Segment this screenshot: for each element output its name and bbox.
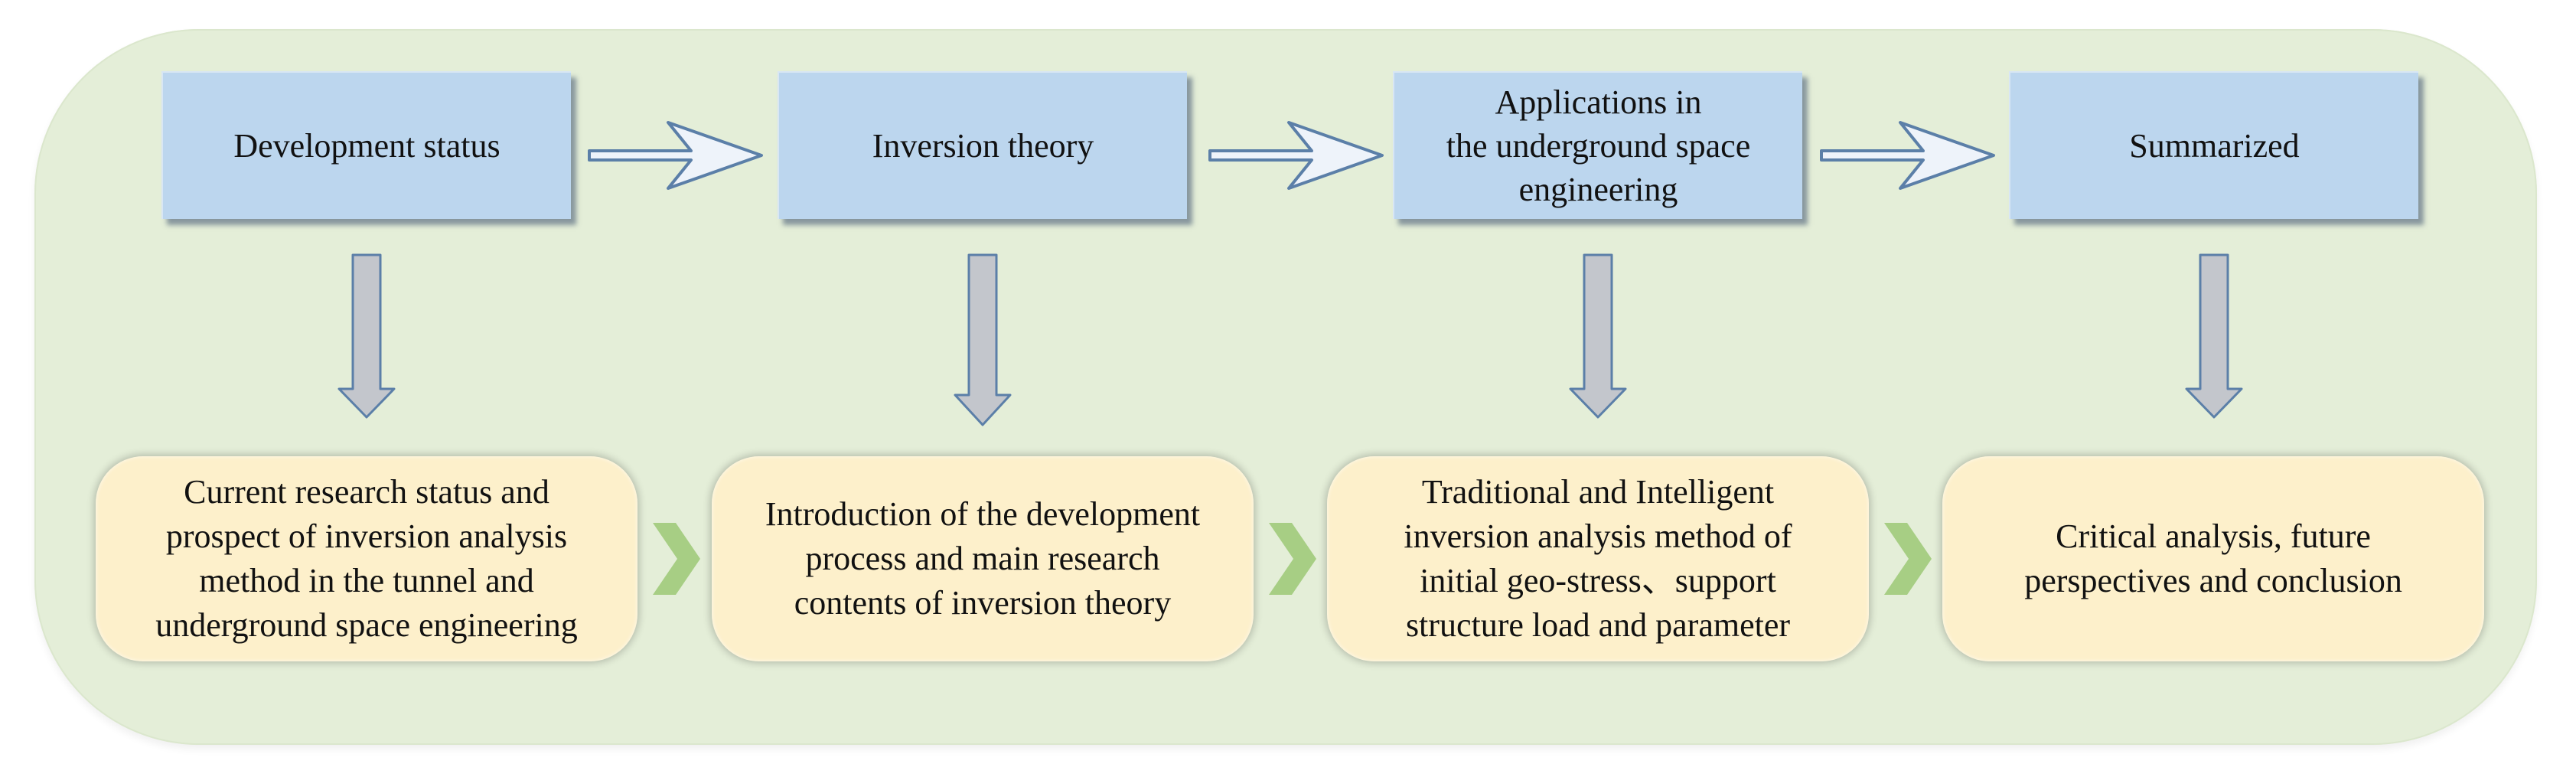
box-development-status: Development status (161, 71, 571, 219)
box-critical-analysis: Critical analysis, future perspectives a… (1942, 456, 2484, 661)
box-summarized: Summarized (2009, 71, 2418, 219)
box-critical-analysis-label: Critical analysis, future perspectives a… (2024, 517, 2402, 599)
box-traditional-intelligent-label: Traditional and Intelligent inversion an… (1404, 473, 1792, 644)
box-applications-label: Applications in the underground space en… (1446, 83, 1751, 208)
box-development-status-label: Development status (233, 127, 501, 165)
box-summarized-label: Summarized (2129, 127, 2300, 165)
box-introduction-development: Introduction of the development process … (712, 456, 1254, 661)
box-applications: Applications in the underground space en… (1393, 71, 1802, 219)
box-inversion-theory-label: Inversion theory (872, 127, 1094, 165)
box-inversion-theory: Inversion theory (778, 71, 1187, 219)
box-current-research-status-label: Current research status and prospect of … (155, 473, 578, 644)
box-traditional-intelligent: Traditional and Intelligent inversion an… (1327, 456, 1869, 661)
box-introduction-development-label: Introduction of the development process … (765, 495, 1201, 622)
box-current-research-status: Current research status and prospect of … (96, 456, 637, 661)
